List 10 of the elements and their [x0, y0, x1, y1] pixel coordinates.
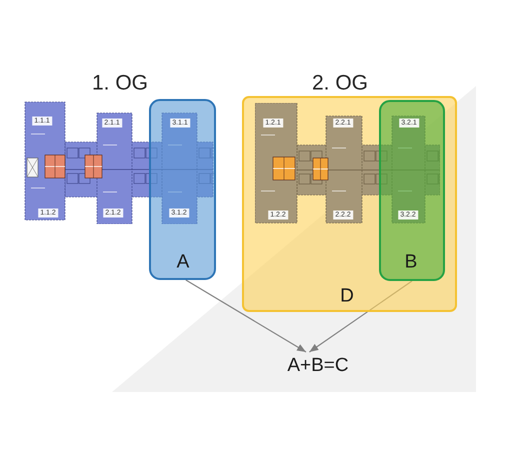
highlight-region — [149, 99, 216, 280]
arrow — [186, 280, 306, 352]
region-letter: B — [404, 252, 418, 272]
floor-heading: 1. OG — [92, 72, 148, 94]
highlight-region — [379, 100, 445, 281]
arrow — [309, 280, 412, 352]
formula-text: A+B=C — [270, 352, 366, 378]
region-letter: D — [340, 286, 354, 306]
floor-heading: 2. OG — [312, 72, 368, 94]
region-letter: A — [176, 252, 190, 272]
